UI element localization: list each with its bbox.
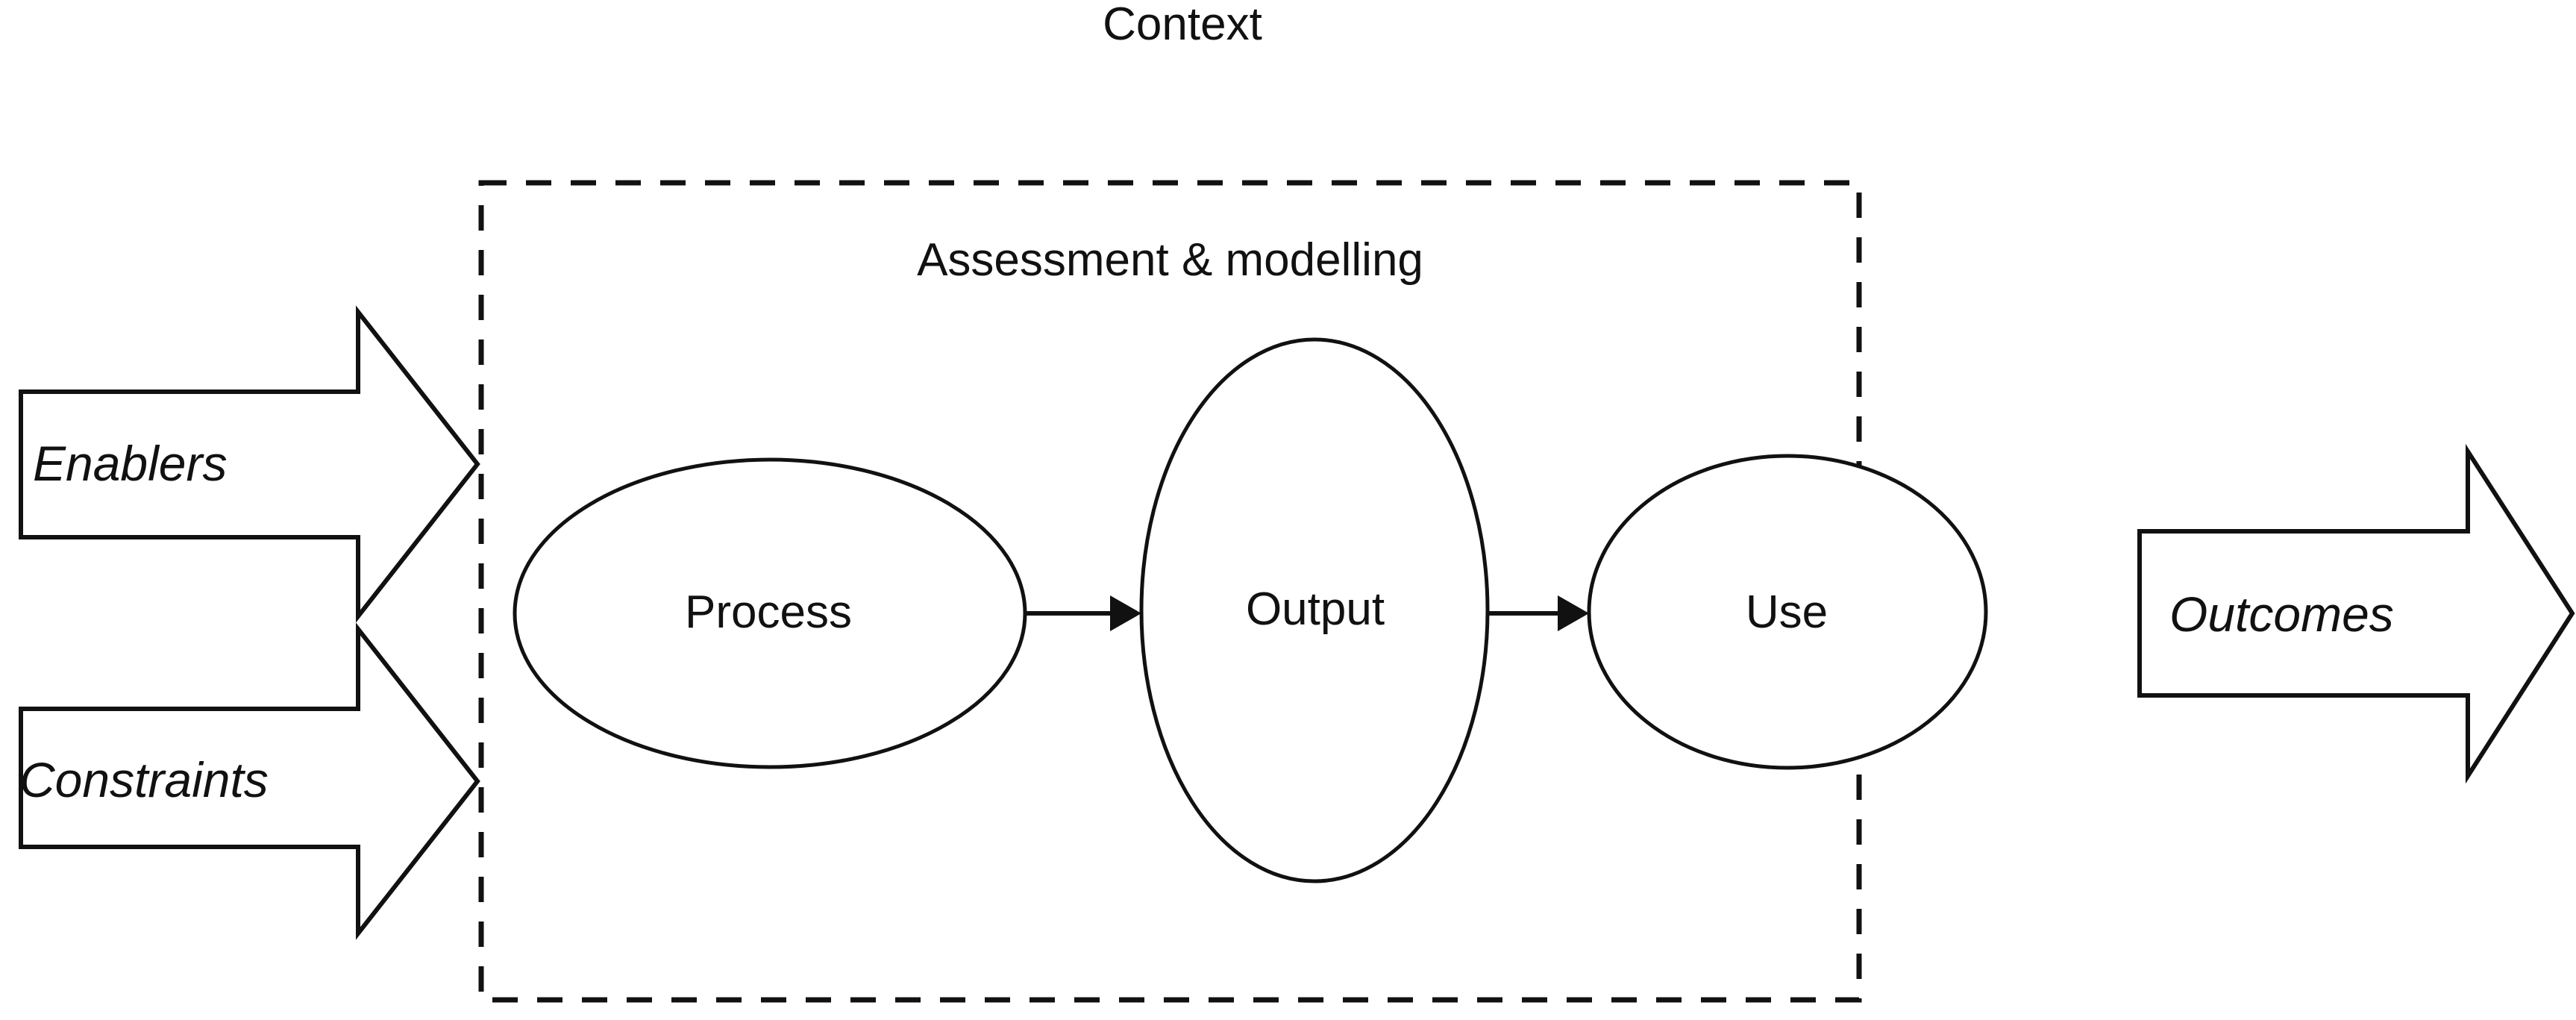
use-ellipse bbox=[1587, 454, 1988, 770]
connector-process-output-arrowhead bbox=[1110, 595, 1141, 631]
outcomes-block-arrow bbox=[2137, 443, 2575, 784]
enablers-arrow-label: Enablers bbox=[33, 436, 228, 491]
outcomes-arrow-label: Outcomes bbox=[2169, 586, 2394, 642]
constraints-block-arrow bbox=[19, 622, 480, 940]
enablers-block-arrow bbox=[19, 305, 480, 623]
context-title-label: Context bbox=[1103, 0, 1262, 50]
assessment-modelling-label: Assessment & modelling bbox=[917, 234, 1423, 286]
constraints-arrow-label: Constraints bbox=[19, 752, 269, 807]
output-node-label: Output bbox=[1245, 583, 1385, 635]
process-node-label: Process bbox=[685, 586, 852, 638]
output-ellipse bbox=[1139, 337, 1490, 883]
connector-output-use-arrowhead bbox=[1558, 595, 1589, 631]
context-boundary-dashed-rect bbox=[478, 180, 1862, 1003]
use-node-label: Use bbox=[1745, 586, 1828, 638]
